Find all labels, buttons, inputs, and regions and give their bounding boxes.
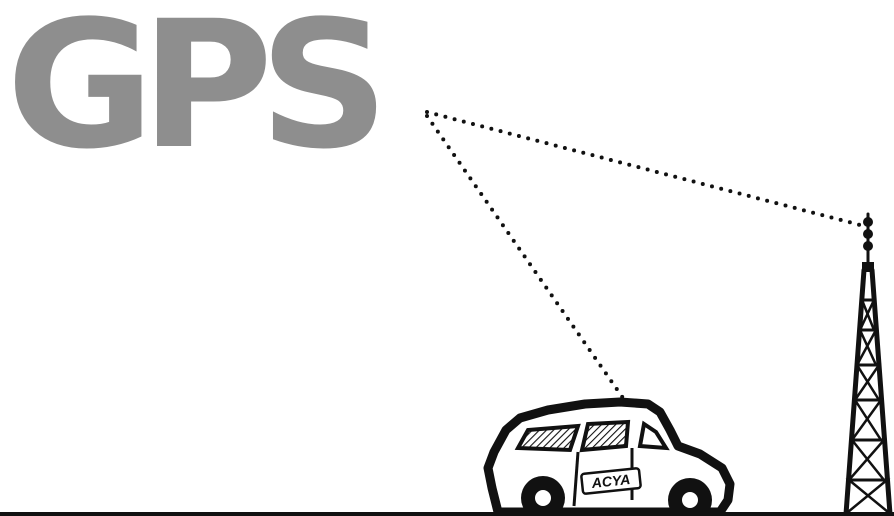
ground-line <box>0 512 894 516</box>
car-icon: ACYA <box>488 402 730 516</box>
signal-line-to-vehicle <box>427 116 623 398</box>
radio-tower-icon <box>846 214 890 514</box>
car-door-logo: ACYA <box>581 468 641 494</box>
car-window-rear <box>518 426 578 450</box>
car-wheel-front-hub <box>682 492 698 508</box>
car-window-front <box>582 422 628 450</box>
car-wheel-rear-hub <box>535 490 551 506</box>
